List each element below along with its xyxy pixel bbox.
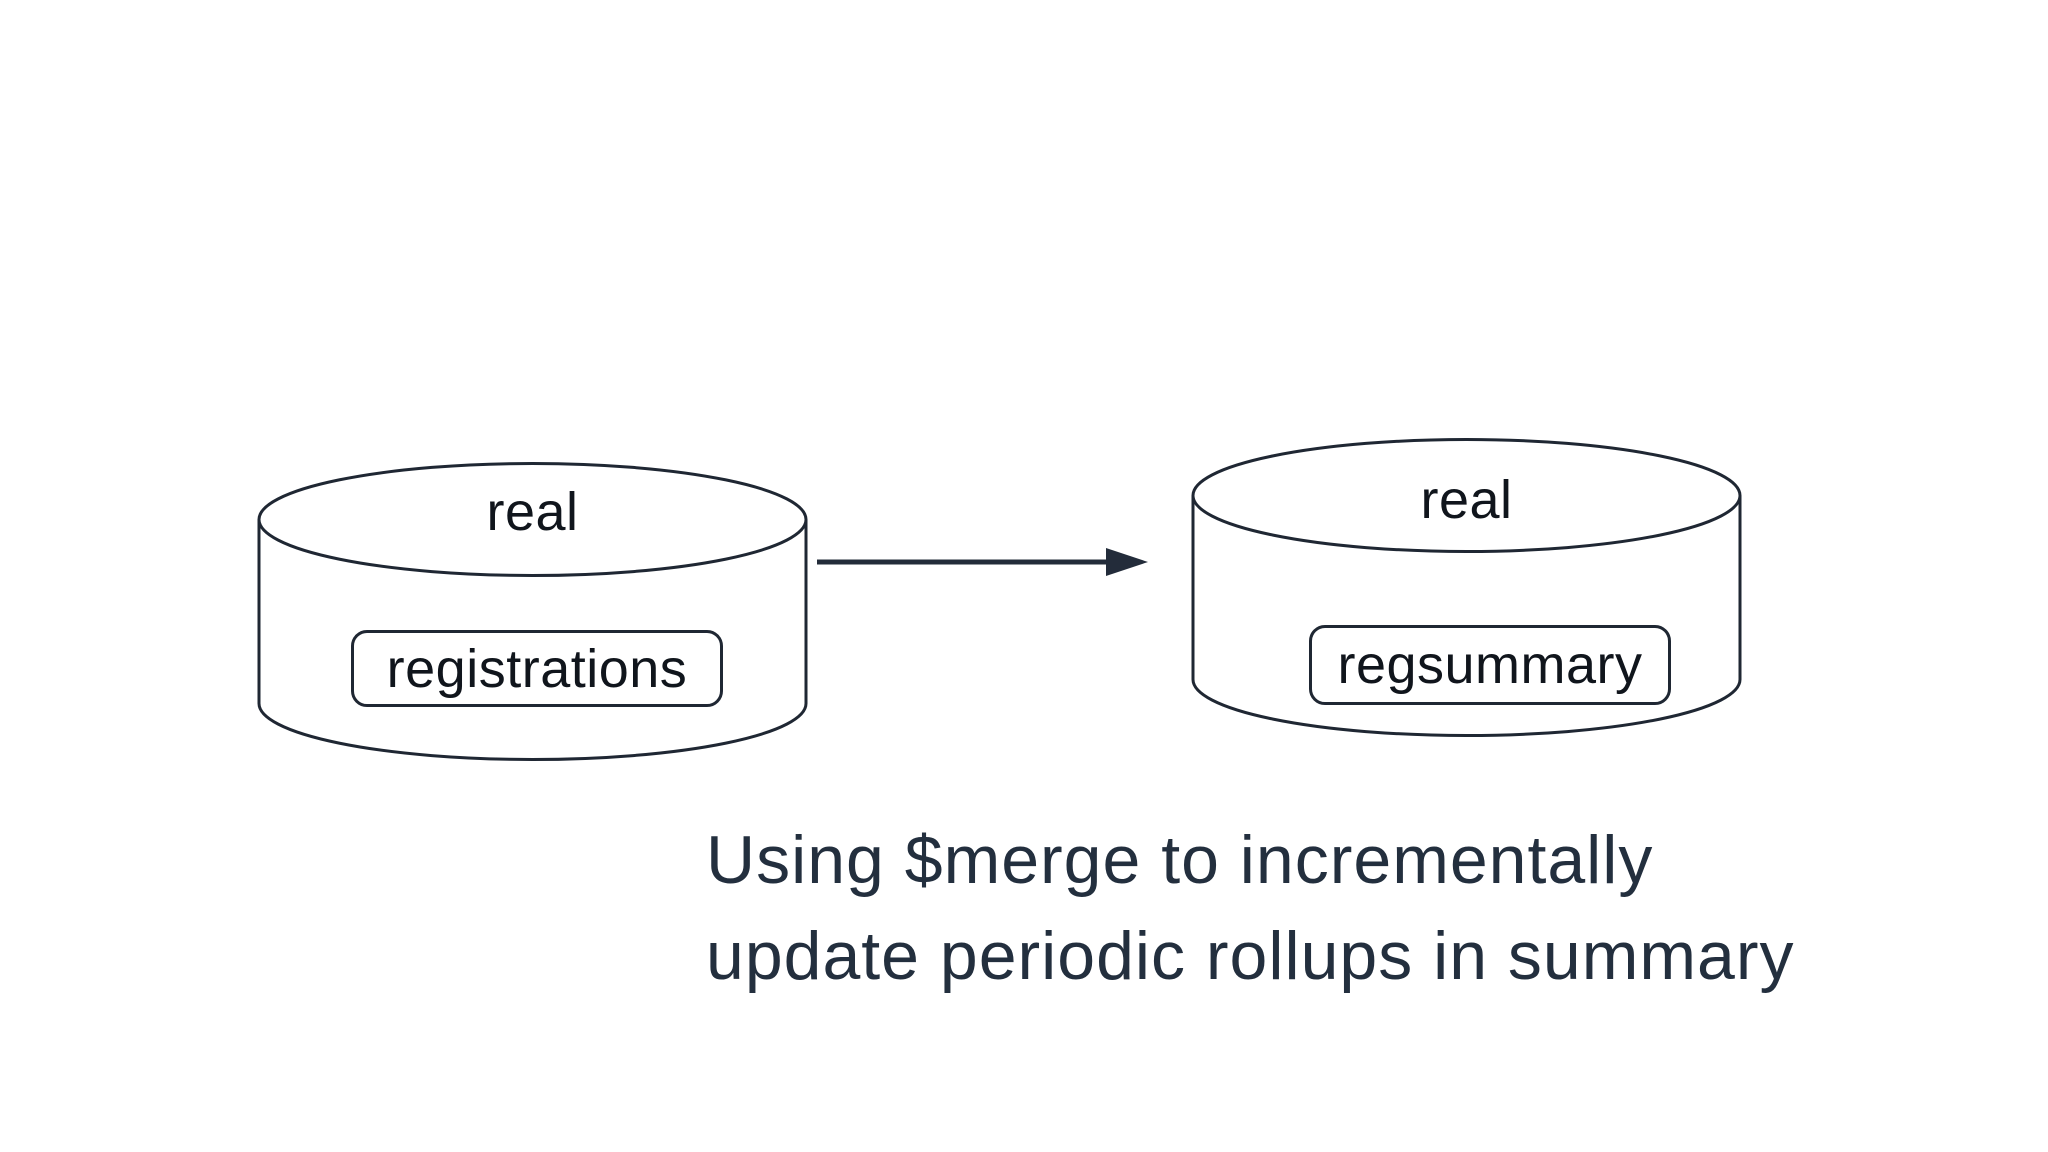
- source-collection-name: registrations: [386, 638, 688, 699]
- merge-arrow-icon: [817, 548, 1148, 576]
- target-collection-name: regsummary: [1337, 635, 1643, 695]
- source-collection-badge: registrations: [351, 630, 723, 707]
- caption-text: Using $merge to incrementally update per…: [706, 812, 1795, 1004]
- source-database-name: real: [486, 482, 579, 542]
- target-database-cylinder: real regsummary: [1190, 437, 1743, 738]
- caption-line-2: update periodic rollups in summary: [706, 918, 1795, 994]
- target-database-name: real: [1420, 470, 1513, 530]
- target-collection-badge: regsummary: [1309, 625, 1671, 705]
- source-database-cylinder: real registrations: [256, 461, 809, 762]
- caption-line-1: Using $merge to incrementally: [706, 822, 1654, 898]
